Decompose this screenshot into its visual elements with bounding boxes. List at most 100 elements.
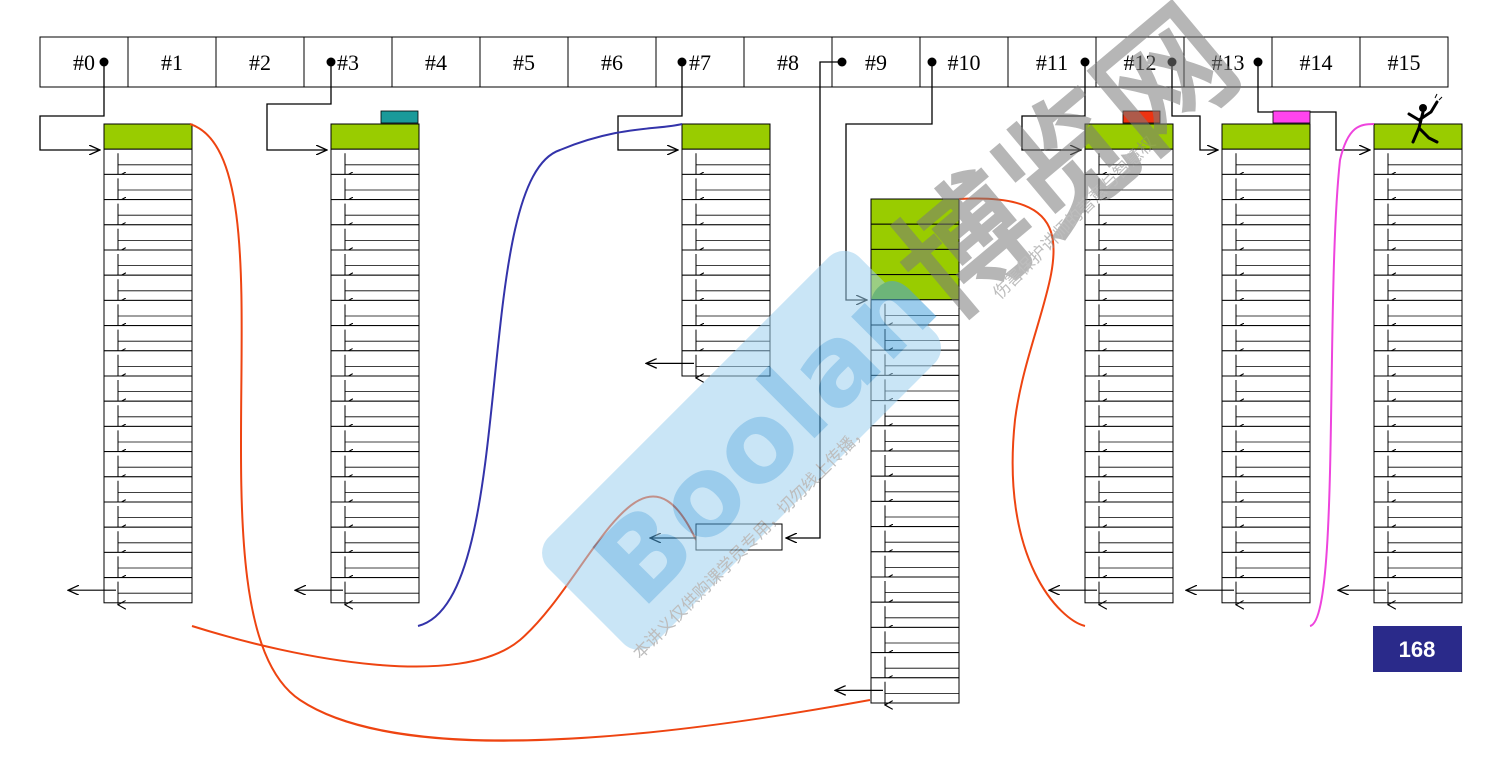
memory-column-15 [1338, 123, 1463, 605]
free-block [1221, 299, 1311, 327]
memory-column-13 [1186, 123, 1311, 605]
free-block [103, 249, 193, 276]
slot-label: #12 [1124, 50, 1157, 75]
slot-label: #13 [1212, 50, 1245, 75]
free-block [103, 148, 193, 175]
free-block [1221, 400, 1311, 427]
free-block [870, 475, 960, 502]
free-block [681, 249, 771, 276]
free-block [330, 551, 420, 579]
slot-cell [215, 36, 305, 88]
free-block [1373, 400, 1463, 427]
slot-cell [1359, 36, 1449, 88]
free-block [330, 274, 420, 301]
badge-value: 168 [1399, 637, 1436, 662]
free-block [870, 425, 960, 452]
slot-label: #2 [249, 50, 271, 75]
free-block [1221, 577, 1311, 604]
free-block [681, 224, 771, 251]
free-block [1221, 199, 1311, 226]
slot-cell [567, 36, 657, 88]
slot-label: #6 [601, 50, 623, 75]
free-block [1084, 526, 1174, 553]
slot-label: #14 [1300, 50, 1333, 75]
free-block [1084, 224, 1174, 251]
memory-chunks [68, 123, 1463, 705]
slot-cell [391, 36, 481, 88]
free-list-array: #0#1#2#3#4#5#6#7#8#9#10#11#12#13#14#15 [39, 36, 1449, 88]
arrow-icon [266, 62, 332, 150]
free-block [1084, 249, 1174, 276]
free-block [330, 249, 420, 276]
free-block [1373, 375, 1463, 402]
slot-cell [39, 36, 129, 88]
free-block [330, 476, 420, 503]
free-block [330, 375, 420, 402]
allocated-block [870, 223, 960, 250]
free-block [681, 299, 771, 327]
arrow-icon [39, 62, 105, 150]
allocated-block [1084, 123, 1174, 150]
free-block [330, 199, 420, 226]
red-marker [1122, 110, 1161, 124]
free-block [330, 425, 420, 453]
free-block [1221, 551, 1311, 579]
slot-cell [655, 36, 745, 88]
free-block [1084, 299, 1174, 327]
free-block [103, 224, 193, 251]
free-block [103, 501, 193, 528]
memory-column-0 [68, 123, 193, 605]
free-block [1373, 199, 1463, 226]
free-block [103, 274, 193, 301]
free-block [330, 325, 420, 352]
free-block [1084, 274, 1174, 301]
allocated-block [1221, 123, 1311, 150]
free-block [1084, 325, 1174, 352]
memory-column-3 [295, 123, 420, 605]
free-block [1221, 173, 1311, 201]
free-block [330, 299, 420, 327]
slot-label: #4 [425, 50, 447, 75]
size-badge: 168 [1373, 626, 1462, 672]
slot-label: #10 [948, 50, 981, 75]
free-block [870, 677, 960, 704]
free-block [1084, 551, 1174, 579]
free-block [1221, 526, 1311, 553]
slot-cell [831, 36, 921, 88]
free-block [330, 224, 420, 251]
free-block [870, 450, 960, 477]
free-block [870, 551, 960, 578]
chunk-link-curves [189, 123, 1375, 742]
arrow-icon [1171, 62, 1218, 150]
free-block [1221, 249, 1311, 276]
free-block [1373, 249, 1463, 276]
free-block [103, 199, 193, 226]
free-block [103, 350, 193, 377]
slot-cell [1271, 36, 1361, 88]
slot-label: #7 [689, 50, 711, 75]
free-block [1084, 173, 1174, 201]
free-block [1373, 425, 1463, 453]
free-block [1084, 451, 1174, 478]
link-curve-orange [189, 123, 871, 742]
allocated-block [330, 123, 420, 150]
free-block [1373, 350, 1463, 377]
free-block [103, 476, 193, 503]
free-block [1221, 375, 1311, 402]
slot-cell [127, 36, 217, 88]
free-block [870, 626, 960, 654]
slot-label: #8 [777, 50, 799, 75]
arrow-icon [1021, 62, 1086, 150]
free-block [103, 577, 193, 604]
slot-label: #11 [1036, 50, 1068, 75]
free-block [1084, 476, 1174, 503]
free-block [1373, 577, 1463, 604]
free-block [870, 576, 960, 603]
link-curve-orange [958, 197, 1086, 627]
free-block [681, 173, 771, 201]
memory-column-7 [646, 123, 771, 378]
free-block [1084, 501, 1174, 528]
slot-cell [303, 36, 393, 88]
allocated-block [103, 123, 193, 150]
